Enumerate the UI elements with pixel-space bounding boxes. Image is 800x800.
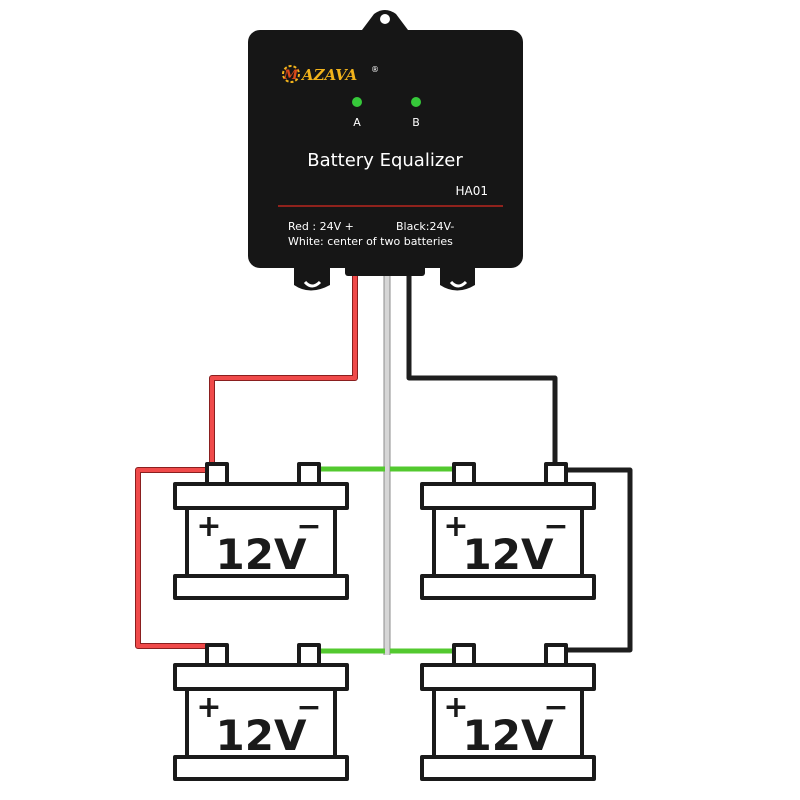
minus-sign-icon: − — [543, 509, 568, 544]
terminal-positive — [205, 462, 229, 486]
batteries: +−12V+−12V+−12V+−12V — [173, 462, 596, 781]
black-wire — [406, 268, 558, 462]
mounting-hole — [380, 14, 390, 24]
terminal-negative — [544, 462, 568, 486]
terminal-positive — [452, 462, 476, 486]
device-body — [248, 30, 523, 268]
foot-hole-right — [449, 280, 468, 288]
battery-voltage-label: 12V — [216, 711, 307, 760]
battery-equalizer-device: M AZAVA ® A B Battery Equalizer HA01 Red… — [248, 10, 523, 291]
wiring-black-label: Black:24V- — [396, 220, 454, 233]
battery-base — [420, 574, 596, 600]
brand-registered-mark: ® — [371, 65, 379, 74]
battery-lid — [173, 482, 349, 510]
terminal-negative — [297, 462, 321, 486]
minus-sign-icon: − — [296, 690, 321, 725]
red-wire — [210, 270, 357, 462]
red-jumper-wire — [136, 468, 212, 648]
brand-logo: M AZAVA ® — [282, 65, 379, 84]
terminal-negative — [544, 643, 568, 667]
terminal-positive — [452, 643, 476, 667]
sun-logo-letter: M — [283, 68, 299, 83]
led-b-label: B — [412, 116, 420, 129]
battery-voltage-label: 12V — [216, 530, 307, 579]
battery-top-left: + −12V — [173, 462, 349, 600]
plus-sign-icon: + — [443, 509, 468, 544]
plus-sign-icon: + — [196, 690, 221, 725]
foot-hole-left — [303, 280, 322, 288]
wiring-white-label: White: center of two batteries — [288, 235, 453, 248]
battery-body — [185, 687, 337, 759]
battery-bottom-right: + −12V — [420, 643, 596, 781]
mounting-foot-left — [294, 262, 330, 291]
led-b-icon — [411, 97, 421, 107]
battery-voltage-label: 12V — [463, 711, 554, 760]
wiring-red-label: Red : 24V + — [288, 220, 354, 233]
battery-top-right: + −12V — [420, 462, 596, 600]
black-jumper-wire — [555, 467, 633, 653]
red-wire-outline — [209, 270, 358, 462]
battery-lid — [420, 482, 596, 510]
led-a-label: A — [353, 116, 361, 129]
battery-base — [173, 574, 349, 600]
battery-lid — [173, 663, 349, 691]
device-title: Battery Equalizer — [307, 150, 463, 171]
led-a-icon — [352, 97, 362, 107]
plus-sign-icon: + — [196, 509, 221, 544]
wires — [135, 268, 633, 655]
terminal-negative — [297, 643, 321, 667]
sun-logo-icon — [282, 65, 300, 83]
battery-base — [420, 755, 596, 781]
battery-body — [185, 506, 337, 578]
device-model: HA01 — [455, 184, 488, 198]
plus-sign-icon: + — [443, 690, 468, 725]
minus-sign-icon: − — [296, 509, 321, 544]
battery-base — [173, 755, 349, 781]
battery-bottom-left: + −12V — [173, 643, 349, 781]
battery-lid — [420, 663, 596, 691]
battery-voltage-label: 12V — [463, 530, 554, 579]
minus-sign-icon: − — [543, 690, 568, 725]
brand-name: AZAVA — [300, 66, 357, 84]
battery-body — [432, 506, 584, 578]
terminal-positive — [205, 643, 229, 667]
